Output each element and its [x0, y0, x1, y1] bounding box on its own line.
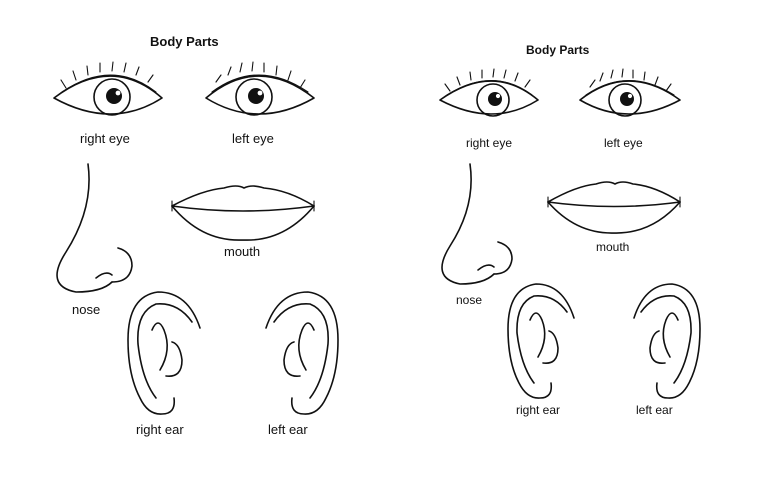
right-eye-drawing [439, 68, 539, 117]
worksheet-left: Body Parts [32, 30, 342, 450]
worksheet-drawing [439, 68, 701, 399]
label-right-eye: right eye [80, 131, 130, 146]
label-left-eye: left eye [604, 136, 643, 150]
label-nose: nose [72, 302, 101, 317]
worksheet-drawing [53, 61, 339, 415]
mouth-drawing [547, 181, 681, 234]
worksheet-title: Body Parts [526, 43, 590, 57]
right-ear-drawing [507, 283, 575, 399]
right-eye-drawing [53, 61, 163, 116]
label-left-ear: left ear [268, 422, 308, 437]
label-nose: nose [456, 293, 483, 307]
left-eye-drawing [579, 68, 681, 117]
label-mouth: mouth [224, 244, 261, 259]
label-left-eye: left eye [232, 131, 274, 146]
left-ear-drawing [633, 283, 701, 399]
worksheet-right: Body Parts [418, 40, 710, 435]
label-right-ear: right ear [516, 403, 561, 417]
left-eye-drawing [205, 61, 315, 116]
label-right-ear: right ear [136, 422, 184, 437]
mouth-drawing [171, 185, 315, 241]
label-left-ear: left ear [636, 403, 673, 417]
label-right-eye: right eye [466, 136, 513, 150]
left-ear-drawing [265, 291, 339, 415]
label-mouth: mouth [596, 240, 630, 254]
nose-drawing [441, 163, 513, 285]
right-ear-drawing [127, 291, 201, 415]
worksheet-title: Body Parts [150, 34, 219, 49]
nose-drawing [56, 163, 133, 293]
